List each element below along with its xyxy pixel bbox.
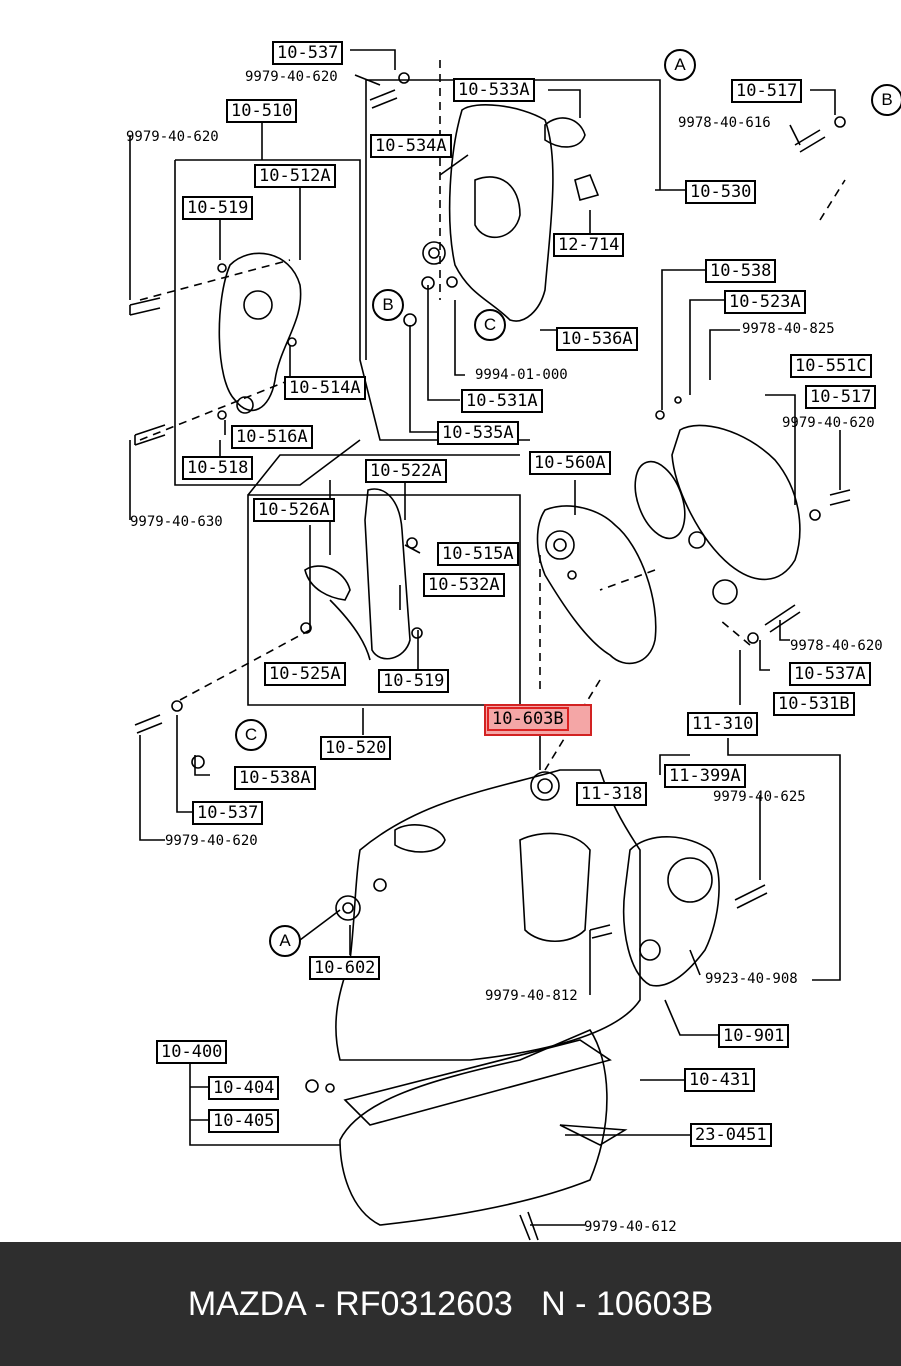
part-label-23-0451[interactable]: 23-0451 (690, 1123, 772, 1147)
part-label-10-525a[interactable]: 10-525A (264, 662, 346, 686)
part-label-9994-01-000[interactable]: 9994-01-000 (475, 367, 568, 383)
part-label-10-519[interactable]: 10-519 (378, 669, 450, 693)
part-label-10-515a[interactable]: 10-515A (437, 542, 519, 566)
reference-circle-b: B (871, 84, 901, 116)
reference-circle-c: C (235, 719, 267, 751)
part-label-10-523a[interactable]: 10-523A (724, 290, 806, 314)
part-label-10-537[interactable]: 10-537 (272, 41, 344, 65)
part-label-10-530[interactable]: 10-530 (685, 180, 757, 204)
part-label-10-404[interactable]: 10-404 (208, 1076, 280, 1100)
part-label-10-518[interactable]: 10-518 (182, 456, 254, 480)
part-label-10-514a[interactable]: 10-514A (284, 376, 366, 400)
bolt-label-9979-40-625[interactable]: 9979-40-625 (713, 789, 806, 805)
part-label-10-536a[interactable]: 10-536A (556, 327, 638, 351)
part-label-10-537a[interactable]: 10-537A (789, 662, 871, 686)
reference-circle-a: A (664, 49, 696, 81)
part-label-11-318[interactable]: 11-318 (576, 782, 648, 806)
part-label-10-526a[interactable]: 10-526A (253, 498, 335, 522)
bolt-label-9923-40-908[interactable]: 9923-40-908 (705, 971, 798, 987)
part-label-10-535a[interactable]: 10-535A (437, 421, 519, 445)
part-label-10-431[interactable]: 10-431 (684, 1068, 756, 1092)
part-label-10-531b[interactable]: 10-531B (773, 692, 855, 716)
part-label-10-532a[interactable]: 10-532A (423, 573, 505, 597)
reference-circle-a: A (269, 925, 301, 957)
bolt-label-9979-40-630[interactable]: 9979-40-630 (130, 514, 223, 530)
bolt-label-9978-40-616[interactable]: 9978-40-616 (678, 115, 771, 131)
bolt-label-9979-40-620[interactable]: 9979-40-620 (126, 129, 219, 145)
part-label-10-405[interactable]: 10-405 (208, 1109, 280, 1133)
part-label-10-516a[interactable]: 10-516A (231, 425, 313, 449)
caption-text: MAZDA - RF0312603 N - 10603B (187, 1284, 714, 1323)
part-label-10-551c[interactable]: 10-551C (790, 354, 872, 378)
part-label-10-538[interactable]: 10-538 (705, 259, 777, 283)
exploded-parts-drawing (129, 49, 851, 1241)
part-label-10-603b-highlighted[interactable]: 10-603B (487, 707, 569, 731)
part-label-11-399a[interactable]: 11-399A (664, 764, 746, 788)
part-label-10-519[interactable]: 10-519 (182, 196, 254, 220)
bolt-label-9979-40-612[interactable]: 9979-40-612 (584, 1219, 677, 1235)
part-label-10-560a[interactable]: 10-560A (529, 451, 611, 475)
part-label-10-537[interactable]: 10-537 (192, 801, 264, 825)
bolt-label-9978-40-620[interactable]: 9978-40-620 (790, 638, 883, 654)
part-label-10-517[interactable]: 10-517 (731, 79, 803, 103)
bolt-label-9979-40-620[interactable]: 9979-40-620 (782, 415, 875, 431)
part-label-10-602[interactable]: 10-602 (309, 956, 381, 980)
part-label-10-534a[interactable]: 10-534A (370, 134, 452, 158)
bolt-label-9979-40-812[interactable]: 9979-40-812 (485, 988, 578, 1004)
bolt-label-9979-40-620[interactable]: 9979-40-620 (165, 833, 258, 849)
bolt-label-9978-40-825[interactable]: 9978-40-825 (742, 321, 835, 337)
part-label-10-512a[interactable]: 10-512A (254, 164, 336, 188)
part-label-10-400[interactable]: 10-400 (156, 1040, 228, 1064)
part-label-10-520[interactable]: 10-520 (320, 736, 392, 760)
part-label-10-531a[interactable]: 10-531A (461, 389, 543, 413)
part-label-11-310[interactable]: 11-310 (687, 712, 759, 736)
reference-circle-b: B (372, 289, 404, 321)
part-label-10-538a[interactable]: 10-538A (234, 766, 316, 790)
bolt-label-9979-40-620[interactable]: 9979-40-620 (245, 69, 338, 85)
part-label-10-517[interactable]: 10-517 (805, 385, 877, 409)
part-label-10-522a[interactable]: 10-522A (365, 459, 447, 483)
caption-bar: MAZDA - RF0312603 N - 10603B (0, 1242, 901, 1366)
reference-circle-c: C (474, 309, 506, 341)
part-label-12-714[interactable]: 12-714 (553, 233, 625, 257)
part-label-10-533a[interactable]: 10-533A (453, 78, 535, 102)
part-label-10-510[interactable]: 10-510 (226, 99, 298, 123)
part-label-10-901[interactable]: 10-901 (718, 1024, 790, 1048)
